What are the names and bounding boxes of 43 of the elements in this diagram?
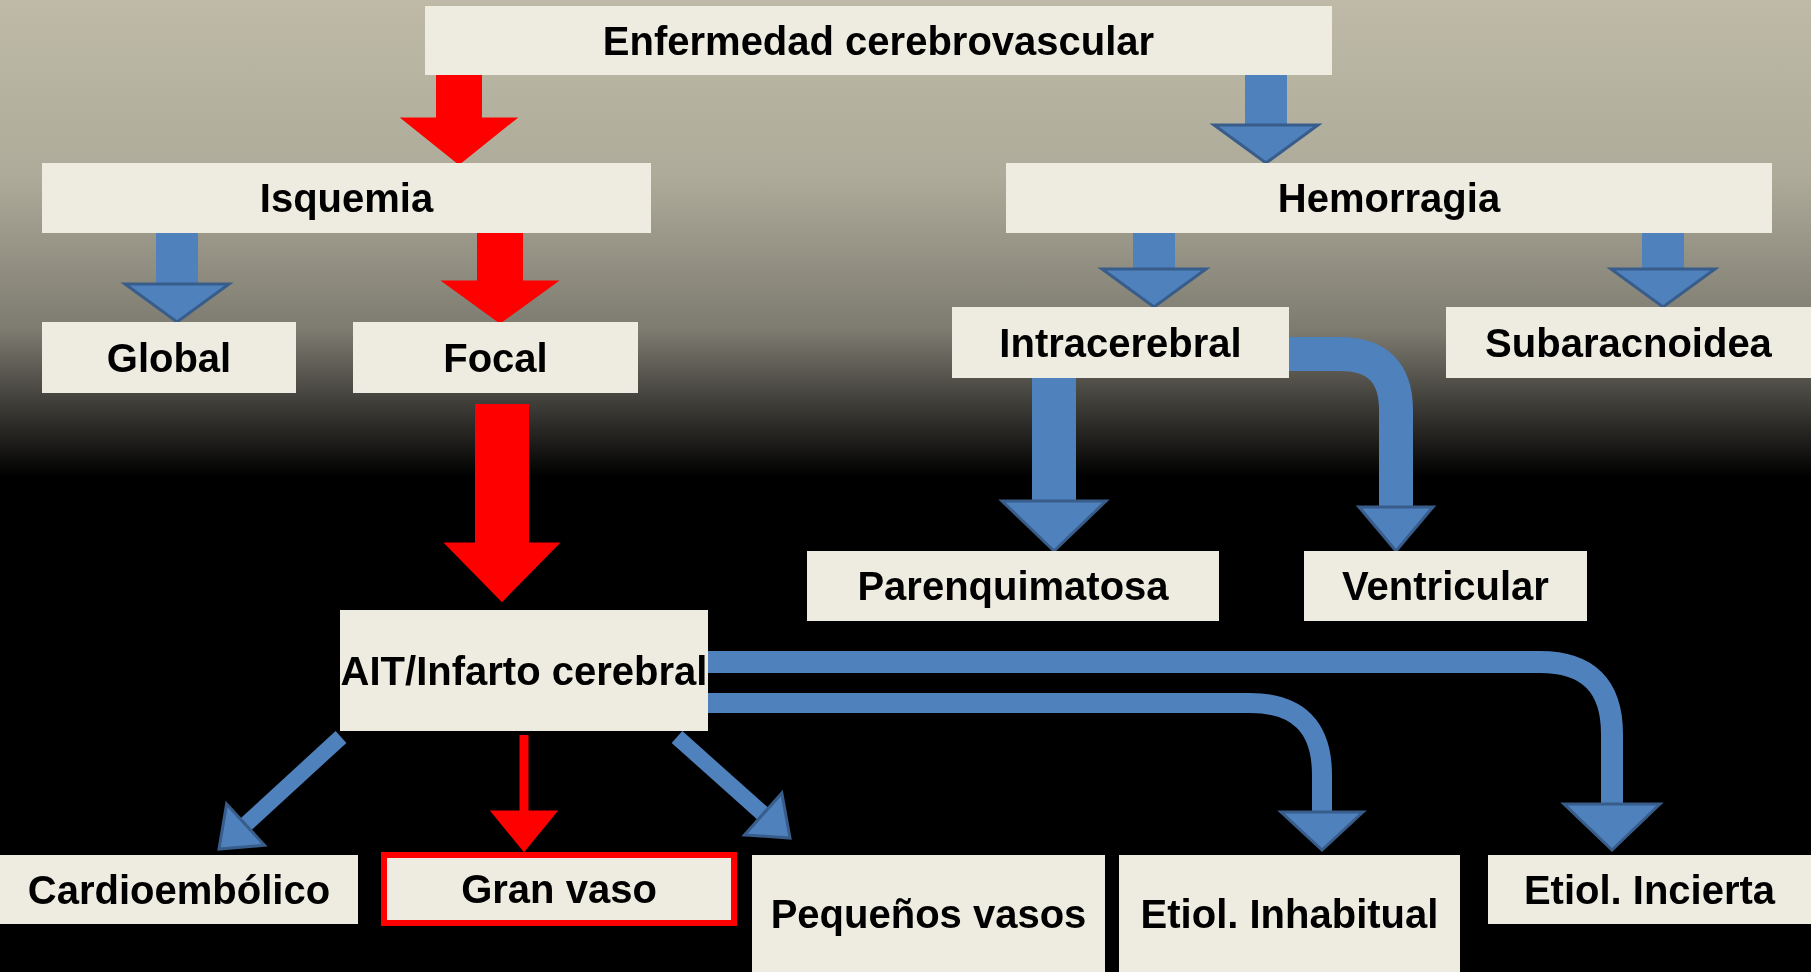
category-label: Enfermedad cerebrovascular — [602, 17, 1155, 65]
category-label: Hemorragia — [1277, 175, 1501, 222]
category-label: Intracerebral — [999, 319, 1242, 367]
arrow — [708, 693, 1365, 852]
category-box — [1446, 307, 1811, 378]
category-box — [1488, 855, 1811, 924]
arrow — [123, 233, 231, 324]
category-box — [952, 307, 1289, 378]
arrow — [491, 735, 557, 852]
category-label: Subaracnoidea — [1485, 319, 1772, 367]
arrow — [708, 651, 1662, 852]
arrow — [1289, 337, 1435, 553]
arrow — [402, 75, 516, 165]
category-label: Focal — [443, 334, 548, 382]
arrow — [1609, 233, 1717, 309]
category-label: Parenquimatosa — [857, 563, 1169, 610]
category-box — [425, 6, 1332, 75]
category-box — [1304, 551, 1587, 621]
category-box — [752, 855, 1105, 972]
arrow — [217, 731, 347, 851]
category-box — [42, 322, 296, 393]
category-label: Gran vaso — [461, 866, 657, 913]
category-box — [0, 855, 358, 924]
arrow — [445, 404, 559, 602]
category-label: Global — [106, 334, 232, 382]
category-label: Isquemia — [259, 175, 434, 222]
arrow — [1212, 75, 1320, 165]
category-box — [353, 322, 638, 393]
category-box — [42, 163, 651, 233]
category-label: Etiol. Inhabitual — [1140, 890, 1439, 938]
category-box — [381, 852, 737, 926]
category-label: Ventricular — [1342, 563, 1549, 610]
category-label: Etiol. Incierta — [1523, 866, 1776, 914]
category-box — [1119, 855, 1460, 972]
category-label: AIT/Infarto cerebral — [340, 647, 708, 695]
arrow — [1100, 233, 1208, 309]
category-label: Pequeños vasos — [770, 890, 1087, 938]
arrow — [443, 233, 557, 324]
category-label: Cardioembólico — [27, 866, 331, 914]
category-box — [340, 610, 708, 731]
category-box — [807, 551, 1219, 621]
category-box — [1006, 163, 1772, 233]
arrow — [671, 731, 792, 840]
